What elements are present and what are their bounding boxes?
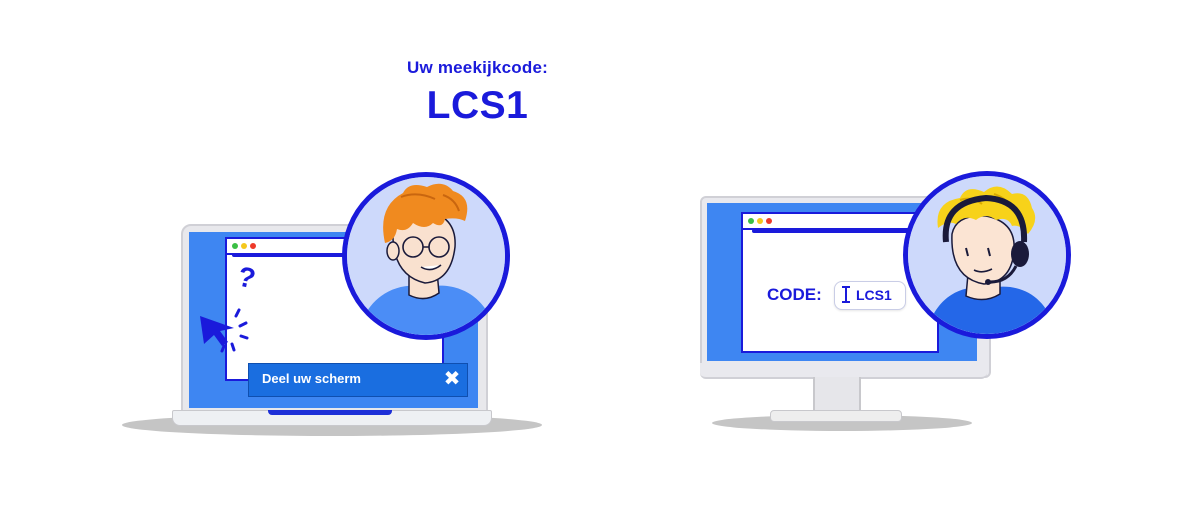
mouse-cursor-icon bbox=[200, 308, 249, 353]
text-cursor-icon bbox=[842, 301, 850, 303]
address-bar bbox=[232, 253, 432, 257]
laptop-trackpad-notch bbox=[268, 410, 392, 415]
share-screen-bar[interactable] bbox=[248, 363, 468, 397]
window-dot-red bbox=[250, 243, 256, 249]
code-value: LCS1 bbox=[426, 84, 529, 127]
window-dot-yellow bbox=[757, 218, 763, 224]
window-dot-green bbox=[748, 218, 754, 224]
window-dot-yellow bbox=[241, 243, 247, 249]
share-screen-label: Deel uw scherm bbox=[262, 371, 361, 386]
code-label: Uw meekijkcode: bbox=[407, 58, 548, 77]
agent-portrait-icon bbox=[908, 176, 1066, 334]
close-icon[interactable]: ✖ bbox=[443, 368, 461, 390]
agent-avatar bbox=[903, 171, 1071, 339]
window-dot-green bbox=[232, 243, 238, 249]
window-dot-red bbox=[766, 218, 772, 224]
address-bar bbox=[752, 229, 927, 233]
monitor-stand-neck bbox=[813, 377, 861, 413]
monitor-stand-foot bbox=[770, 410, 902, 422]
user-portrait-icon bbox=[347, 177, 505, 335]
user-avatar bbox=[342, 172, 510, 340]
agent-code-label: CODE: bbox=[767, 285, 822, 304]
text-cursor-icon bbox=[845, 287, 847, 302]
agent-code-value: LCS1 bbox=[856, 287, 892, 303]
